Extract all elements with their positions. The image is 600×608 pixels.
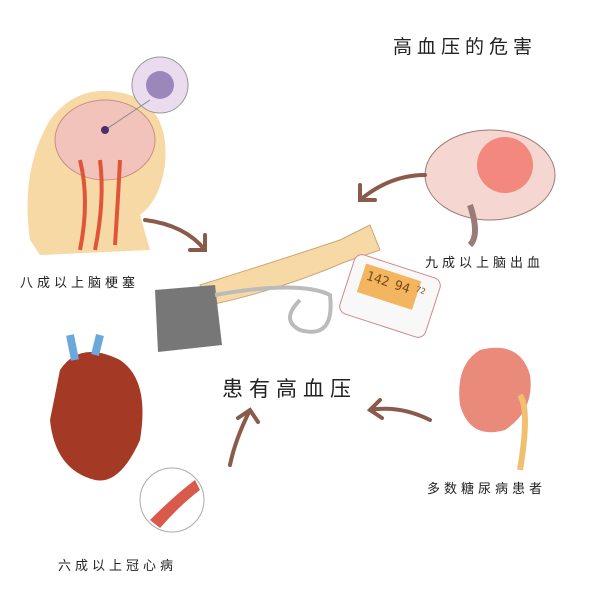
arm-with-bp-cuff-illustration — [155, 224, 381, 352]
bp-monitor — [339, 254, 441, 338]
kidney-illustration — [459, 347, 531, 471]
page-title: 高血压的危害 — [393, 36, 538, 58]
center-label: 患有高血压 — [222, 377, 357, 401]
arrow-to-center-from-heart — [228, 407, 260, 467]
arrows — [143, 173, 432, 467]
arrow-to-center-from-kidney — [366, 398, 432, 422]
head-with-brain-illustration — [27, 56, 189, 255]
label-coronary-heart-disease: 六成以上冠心病 — [58, 559, 178, 574]
label-cerebral-hemorrhage: 九成以上脑出血 — [425, 256, 545, 271]
brain-hemorrhage-illustration — [424, 129, 556, 248]
heart-illustration — [50, 334, 205, 533]
arrow-to-cuff — [143, 218, 207, 252]
label-cerebral-infarction: 八成以上脑梗塞 — [20, 276, 140, 291]
label-diabetes: 多数糖尿病患者 — [427, 482, 547, 497]
arrow-to-arm — [358, 173, 427, 202]
